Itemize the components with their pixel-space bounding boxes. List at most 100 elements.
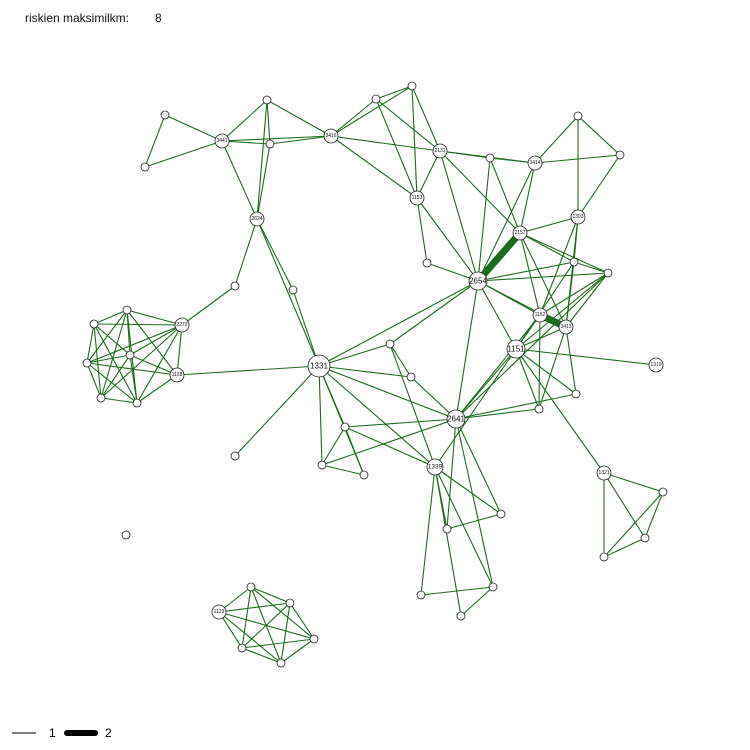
node-n51 <box>488 582 498 592</box>
edge-n30-n40 <box>318 365 457 420</box>
node-label: 2624 <box>251 216 262 222</box>
node-label: 3416 <box>325 133 336 139</box>
node-circle <box>446 409 466 429</box>
edge-n17-n25 <box>519 232 609 274</box>
edge-n50-n51 <box>420 586 494 596</box>
edge-n32-n35 <box>389 343 412 378</box>
edge-n28-n31 <box>93 323 131 356</box>
edge-n51-n52 <box>460 586 494 617</box>
edge-n28-n34 <box>86 323 95 364</box>
edge-n3-n6 <box>266 99 332 137</box>
node-n61 <box>276 658 286 668</box>
node-n14: 1153 <box>409 190 425 206</box>
edge-weight-legend: 1 2 <box>12 726 112 740</box>
edge-n27-n33 <box>126 309 178 376</box>
edge-n8-n9 <box>411 85 441 152</box>
edge-n25-n29 <box>515 272 609 350</box>
edge-n22-n30 <box>292 289 320 367</box>
edge-n17-n20 <box>475 230 523 284</box>
node-circle <box>599 552 609 562</box>
node-n54 <box>640 533 650 543</box>
edge-n56-n58 <box>218 602 291 613</box>
node-circle <box>89 319 99 329</box>
node-n9: 2131 <box>432 143 448 159</box>
edge-n5-n15 <box>256 143 271 220</box>
edge-n29-n40 <box>455 348 517 420</box>
edge-n44-n49 <box>434 466 502 515</box>
node-circle <box>262 95 272 105</box>
edge-n1-n2 <box>144 114 166 168</box>
edge-n16-n23 <box>539 216 579 316</box>
edge-n4-n6 <box>221 135 332 142</box>
node-circle <box>265 139 275 149</box>
node-circle <box>230 451 240 461</box>
node-circle <box>569 257 579 267</box>
edge-n57-n60 <box>241 586 252 649</box>
node-n45: 1321 <box>596 465 612 481</box>
edge-n29-n38 <box>515 348 657 366</box>
node-circle <box>406 372 416 382</box>
node-n21 <box>230 281 240 291</box>
edge-n53-n55 <box>603 491 664 558</box>
node-label: 1153 <box>412 195 423 201</box>
node-circle <box>512 225 528 241</box>
edge-n58-n60 <box>241 602 291 649</box>
edge-n30-n43 <box>318 365 323 466</box>
edge-n59-n61 <box>280 638 315 664</box>
node-n18 <box>569 257 579 267</box>
edge-n26-n37 <box>136 324 183 404</box>
node-n24: 3413 <box>558 319 574 335</box>
node-circle <box>121 530 131 540</box>
edge-n29-n44 <box>434 348 517 468</box>
node-circle <box>169 367 185 383</box>
node-n28 <box>89 319 99 329</box>
max-risk-count: riskien maksimilkm: 8 <box>25 11 162 25</box>
node-circle <box>132 398 142 408</box>
edge-n18-n25 <box>573 261 609 274</box>
edge-n60-n61 <box>241 647 282 664</box>
edge-n20-n30 <box>318 280 479 367</box>
edge-n11-n20 <box>477 162 536 282</box>
edge-n3-n4 <box>221 99 268 142</box>
edge-n20-n29 <box>477 280 517 350</box>
edge-n15-n30 <box>256 218 320 367</box>
edge-n29-n45 <box>515 348 605 474</box>
node-n30: 1331 <box>307 354 331 378</box>
node-n40: 2641 <box>446 409 466 429</box>
edge-n45-n53 <box>603 472 664 493</box>
edge-n1-n4 <box>164 114 223 142</box>
node-n29: 1151 <box>506 339 526 359</box>
edge-n41-n47 <box>344 426 365 476</box>
node-label: 1319 <box>650 362 661 368</box>
edge-n30-n35 <box>318 365 412 378</box>
node-n58 <box>285 598 295 608</box>
edge-n21-n26 <box>181 285 236 326</box>
node-circle <box>249 211 265 227</box>
node-circle <box>385 339 395 349</box>
edge-n56-n61 <box>218 611 282 664</box>
edge-n17-n23 <box>519 232 541 316</box>
node-label: 1331 <box>310 362 328 371</box>
node-circle <box>456 611 466 621</box>
edge-n8-n14 <box>411 85 418 199</box>
node-circle <box>442 524 452 534</box>
node-circle <box>432 143 448 159</box>
node-label: 2273 <box>176 322 187 328</box>
edge-n46-n49 <box>446 513 502 530</box>
edge-n7-n9 <box>375 98 441 152</box>
edge-n31-n36 <box>100 354 131 399</box>
node-circle <box>603 268 613 278</box>
node-label: 1339 <box>428 464 443 471</box>
edge-n10-n11 <box>489 157 536 164</box>
edge-n13-n16 <box>577 154 621 218</box>
node-circle <box>527 155 543 171</box>
node-n38: 1319 <box>648 357 664 373</box>
node-circle <box>532 307 548 323</box>
node-label: 2641 <box>447 415 465 424</box>
node-n53 <box>658 487 668 497</box>
edge-n23-n40 <box>455 314 541 420</box>
edge-n58-n59 <box>289 602 315 640</box>
edge-n40-n43 <box>321 418 457 466</box>
edge-n9-n14 <box>416 150 441 199</box>
